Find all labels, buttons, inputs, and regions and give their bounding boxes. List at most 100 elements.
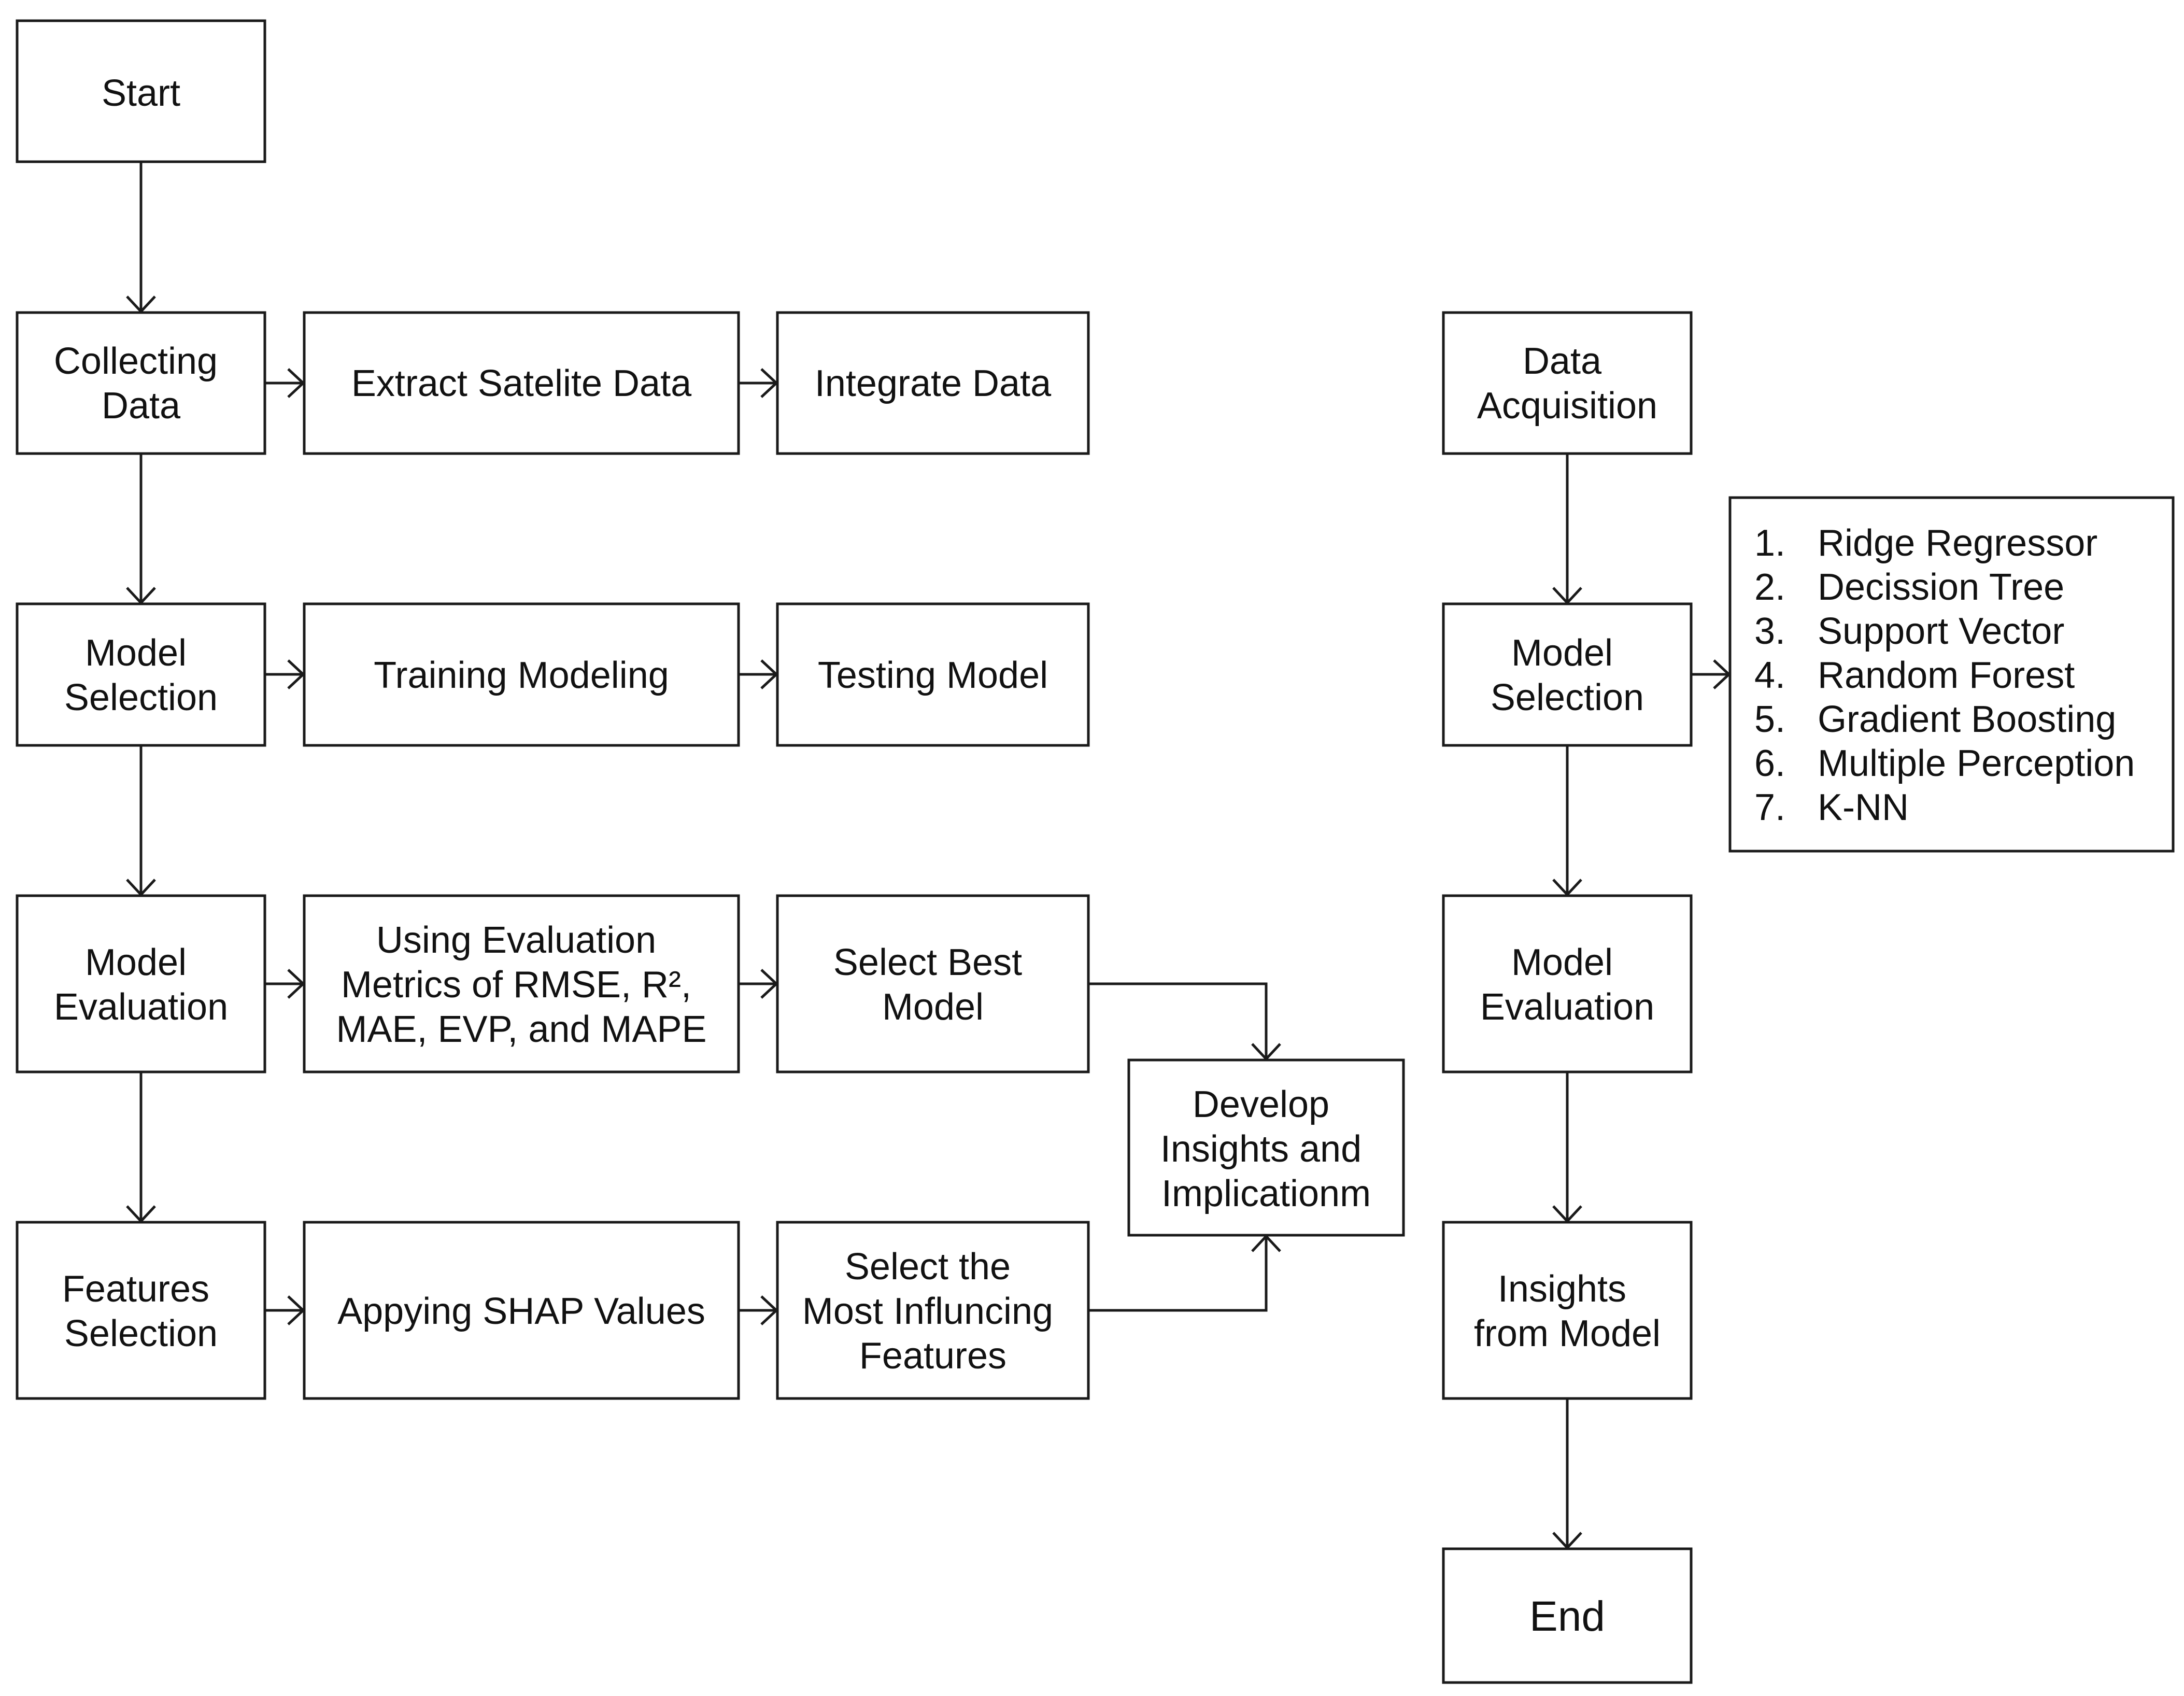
node-model-evaluation-left-line-2: Evaluation	[54, 986, 228, 1028]
node-model-selection-right-line-2: Selection	[1491, 677, 1644, 718]
svg-text:Select Best Model: Select Best Model	[833, 942, 1032, 1028]
svg-text:Training Modeling: Training Modeling	[374, 655, 669, 696]
node-model-evaluation-right-line-2: Evaluation	[1480, 986, 1654, 1028]
arrow-evaluation-to-features-selection	[126, 1072, 156, 1223]
arrow-metrics-to-select-best	[739, 969, 778, 999]
svg-text:Start: Start	[102, 73, 180, 114]
node-model-evaluation-right-line-1: Model	[1511, 942, 1613, 983]
arrow-model-selection-to-evaluation-right	[1552, 745, 1582, 897]
node-most-influencing-features-line-3: Features	[859, 1335, 1006, 1377]
node-testing-model-line: Testing Model	[818, 655, 1048, 696]
svg-text:Develop Insights and: Develop Insights and Implicationm	[1160, 1084, 1372, 1214]
svg-text:Collecting Data: Collecting Data	[54, 341, 228, 427]
node-training-modeling: Training Modeling	[303, 602, 740, 747]
node-collecting-data-line-1: Collecting	[54, 341, 218, 382]
model-list-number: 7.	[1754, 787, 1785, 828]
arrow-model-selection-to-evaluation	[126, 745, 156, 897]
svg-text:Features Selection: Features Selection	[62, 1268, 220, 1354]
svg-text:Insights from Model: Insights from Model	[1474, 1268, 1661, 1354]
arrow-extract-to-integrate	[739, 368, 778, 398]
svg-text:Model Selection: Model Selection	[64, 632, 218, 718]
node-develop-insights-line-3: Implicationm	[1161, 1173, 1371, 1214]
node-develop-insights: Develop Insights and Implicationm	[1127, 1058, 1405, 1237]
model-list-number: 3.	[1754, 611, 1785, 652]
arrow-insights-to-end	[1552, 1398, 1582, 1550]
model-list-item: Ridge Regressor	[1818, 522, 2097, 564]
node-evaluation-metrics-line-1: Using Evaluation	[376, 920, 656, 961]
node-most-influencing-features-line-2: Most Influncing	[802, 1291, 1053, 1332]
node-applying-shap-values: Appying SHAP Values	[303, 1221, 740, 1400]
svg-text:Using Evaluation Metrics: Using Evaluation Metrics of RMSE, R², MA…	[336, 920, 706, 1050]
model-list-item: Support Vector	[1818, 611, 2064, 652]
svg-text:Testing Model: Testing Model	[818, 655, 1048, 696]
node-evaluation-metrics: Using Evaluation Metrics of RMSE, R², MA…	[303, 894, 740, 1073]
node-features-selection: Features Selection	[16, 1221, 266, 1400]
arrow-evaluation-to-insights	[1552, 1072, 1582, 1223]
node-model-evaluation-left-line-1: Model	[85, 942, 187, 983]
node-insights-from-model-line-1: Insights	[1498, 1268, 1626, 1310]
node-select-best-model-line-2: Model	[882, 986, 984, 1028]
node-most-influencing-features-line-1: Select the	[845, 1246, 1011, 1288]
node-integrate-data: Integrate Data	[776, 311, 1090, 455]
model-list-item: K-NN	[1818, 787, 1909, 828]
node-model-selection-left-line-1: Model	[85, 632, 187, 674]
node-extract-satellite-data-line: Extract Satelite Data	[351, 363, 692, 404]
node-data-acquisition-line-1: Data	[1523, 341, 1602, 382]
model-list-number: 4.	[1754, 655, 1785, 696]
svg-text:Ridge Regressor Decissio: Ridge Regressor Decission Tree Support V…	[1818, 522, 2145, 828]
node-collecting-data: Collecting Data	[16, 311, 266, 455]
arrow-collecting-to-extract	[265, 368, 305, 398]
svg-text:1. 2. 3. 4.: 1. 2. 3. 4. 5. 6. 7.	[1754, 522, 1796, 828]
model-list-number: 1.	[1754, 522, 1785, 564]
svg-text:Model Selection: Model Selection	[1491, 632, 1644, 718]
node-model-evaluation-right: Model Evaluation	[1442, 894, 1693, 1073]
node-insights-from-model: Insights from Model	[1442, 1221, 1693, 1400]
node-data-acquisition-line-2: Acquisition	[1477, 385, 1657, 427]
arrow-model-selection-to-training	[265, 659, 305, 689]
node-evaluation-metrics-line-3: MAE, EVP, and MAPE	[336, 1009, 706, 1050]
node-select-best-model-line-1: Select Best	[833, 942, 1022, 983]
node-most-influencing-features: Select the Most Influncing Features	[776, 1221, 1090, 1400]
node-collecting-data-line-2: Data	[102, 385, 181, 427]
arrow-select-best-to-develop-insights	[1088, 982, 1281, 1061]
arrow-features-to-shap	[265, 1295, 305, 1325]
node-testing-model: Testing Model	[776, 602, 1090, 747]
model-list-item: Multiple Perception	[1818, 743, 2135, 784]
node-features-selection-line-2: Selection	[64, 1313, 218, 1354]
svg-text:Model Evaluation: Model Evaluation	[54, 942, 228, 1028]
model-list-number: 2.	[1754, 567, 1785, 608]
arrow-shap-to-most-influencing	[739, 1295, 778, 1325]
node-start: Start	[16, 19, 266, 163]
model-list-number: 6.	[1754, 743, 1785, 784]
model-list-item: Gradient Boosting	[1818, 699, 2116, 740]
node-model-selection-right: Model Selection	[1442, 602, 1693, 747]
node-extract-satellite-data: Extract Satelite Data	[303, 311, 740, 455]
node-develop-insights-line-1: Develop	[1193, 1084, 1329, 1125]
node-model-evaluation-left: Model Evaluation	[16, 894, 266, 1073]
svg-text:Model Evaluation: Model Evaluation	[1480, 942, 1654, 1028]
node-develop-insights-line-2: Insights and	[1160, 1128, 1362, 1170]
arrow-start-to-collecting	[126, 162, 156, 314]
node-training-modeling-line: Training Modeling	[374, 655, 669, 696]
node-model-selection-left-line-2: Selection	[64, 677, 218, 718]
svg-text:Select the Most Influnci: Select the Most Influncing Features	[802, 1246, 1063, 1377]
node-model-selection-right-line-1: Model	[1511, 632, 1613, 674]
model-list-box: 1. 2. 3. 4. 5. 6. 7. Ridge Regressor Dec…	[1728, 496, 2175, 853]
svg-text:End: End	[1529, 1593, 1605, 1640]
svg-text:Extract Satelite Data: Extract Satelite Data	[351, 363, 692, 404]
arrow-collecting-to-model-selection	[126, 454, 156, 605]
svg-text:Appying SHAP Values: Appying SHAP Values	[337, 1291, 705, 1332]
model-list-number: 5.	[1754, 699, 1785, 740]
node-applying-shap-values-line: Appying SHAP Values	[337, 1291, 705, 1332]
arrow-acquisition-to-model-selection	[1552, 454, 1582, 605]
model-list-item: Random Forest	[1818, 655, 2075, 696]
arrow-training-to-testing	[739, 659, 778, 689]
svg-text:Integrate Data: Integrate Data	[815, 363, 1052, 404]
arrow-model-selection-to-model-list	[1691, 659, 1731, 689]
node-model-selection-left: Model Selection	[16, 602, 266, 747]
node-features-selection-line-1: Features	[62, 1268, 209, 1310]
arrow-most-influencing-to-develop-insights	[1088, 1234, 1281, 1312]
node-select-best-model: Select Best Model	[776, 894, 1090, 1073]
svg-text:Data Acquisition: Data Acquisition	[1477, 341, 1657, 427]
node-integrate-data-line: Integrate Data	[815, 363, 1052, 404]
